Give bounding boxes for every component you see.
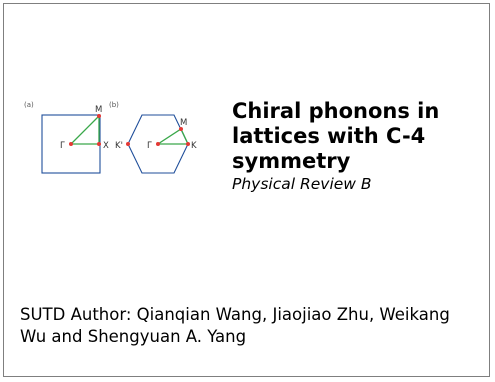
label-gamma-a: Γ	[60, 141, 65, 151]
point-x-a	[97, 142, 101, 146]
point-k-prime-b	[126, 142, 130, 146]
label-gamma-b: Γ	[147, 141, 152, 151]
brillouin-zone-figure: (a) Γ X M (b) Γ K M K'	[24, 101, 197, 174]
point-gamma-a	[69, 142, 73, 146]
label-k-prime-b: K'	[115, 141, 123, 151]
panel-a-label: (a)	[24, 101, 34, 109]
label-x-a: X	[103, 141, 109, 151]
paper-info: Chiral phonons in lattices with C-4 symm…	[232, 99, 482, 194]
paper-title: Chiral phonons in lattices with C-4 symm…	[232, 99, 440, 173]
journal-name: Physical Review B	[232, 175, 372, 193]
point-m-a	[97, 114, 101, 118]
label-m-a: M	[95, 105, 102, 115]
panel-b-label: (b)	[109, 101, 119, 109]
point-k-b	[186, 142, 190, 146]
publication-card: (a) Γ X M (b) Γ K M K' Chiral phonons in…	[3, 3, 490, 377]
label-m-b: M	[180, 118, 187, 128]
point-gamma-b	[156, 142, 160, 146]
high-symmetry-path-a	[69, 114, 100, 145]
point-m-b	[179, 127, 183, 131]
author-list: SUTD Author: Qianqian Wang, Jiaojiao Zhu…	[20, 305, 450, 346]
high-symmetry-path-b	[155, 128, 190, 145]
label-k-b: K	[191, 141, 197, 151]
